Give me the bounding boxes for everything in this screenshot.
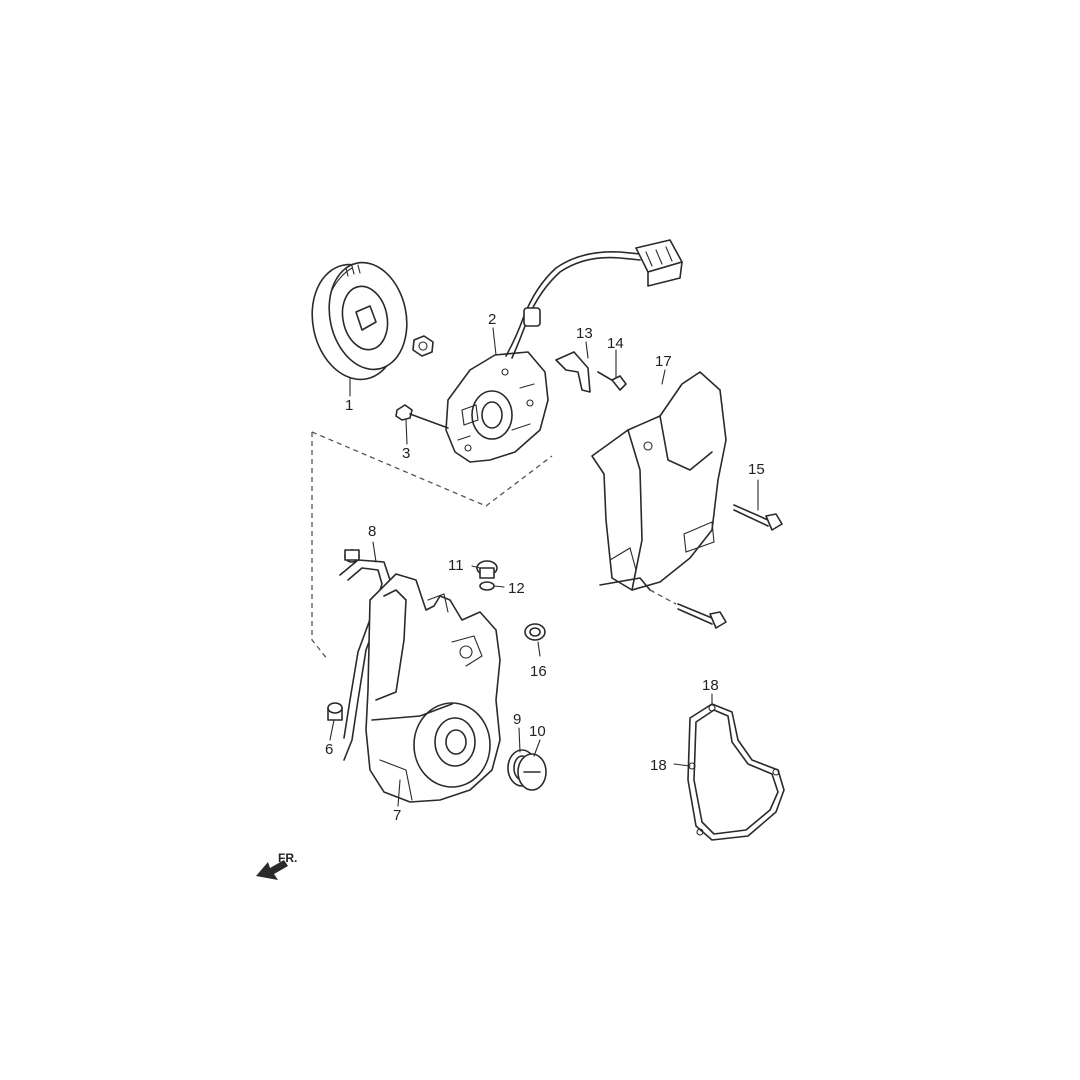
- front-direction-arrow: FR.: [256, 851, 297, 880]
- clip-bolt: [597, 371, 627, 391]
- callout-7: 7: [393, 807, 401, 824]
- callout-labels: 1 2 3 6 7 8 9 10 11 12 13 14 15 16 17 18…: [325, 311, 765, 824]
- o-ring-part: [479, 581, 495, 591]
- callout-18-left: 18: [650, 757, 667, 774]
- callout-15: 15: [748, 461, 765, 478]
- timing-cap-part: [517, 753, 547, 791]
- crankcase-cover-part: [365, 573, 501, 803]
- wire-clip-part: [555, 351, 591, 393]
- callout-18-top: 18: [702, 677, 719, 694]
- callout-13: 13: [576, 325, 593, 342]
- leader-lines: [329, 327, 759, 807]
- dowel-pin-lower: [327, 702, 343, 721]
- dowel-pin-upper: [344, 549, 360, 563]
- cover-bolt-upper: [733, 504, 783, 531]
- callout-1: 1: [345, 397, 353, 414]
- callout-16: 16: [530, 663, 547, 680]
- stator-screw: [395, 404, 449, 429]
- cover-plug-part: [524, 623, 546, 641]
- callout-8: 8: [368, 523, 376, 540]
- flywheel-nut: [412, 335, 434, 357]
- callout-11: 11: [448, 557, 464, 574]
- flywheel-part: [311, 261, 408, 381]
- stator-wire-harness: [505, 239, 683, 359]
- cover-bolt-lower: [677, 603, 727, 629]
- callout-2: 2: [488, 311, 496, 328]
- side-gasket-part: [687, 703, 785, 841]
- callout-3: 3: [402, 445, 410, 462]
- outer-cover-part: [591, 371, 727, 591]
- oil-plug-part: [476, 560, 498, 579]
- callout-9: 9: [513, 711, 521, 728]
- callout-17: 17: [655, 353, 672, 370]
- wire-connector: [635, 239, 683, 287]
- callout-14: 14: [607, 335, 624, 352]
- alignment-guides: [311, 431, 677, 661]
- callout-6: 6: [325, 741, 333, 758]
- front-marker-label: FR.: [278, 851, 297, 865]
- callout-10: 10: [529, 723, 546, 740]
- callout-12: 12: [508, 580, 525, 597]
- stator-plate-part: [445, 351, 549, 463]
